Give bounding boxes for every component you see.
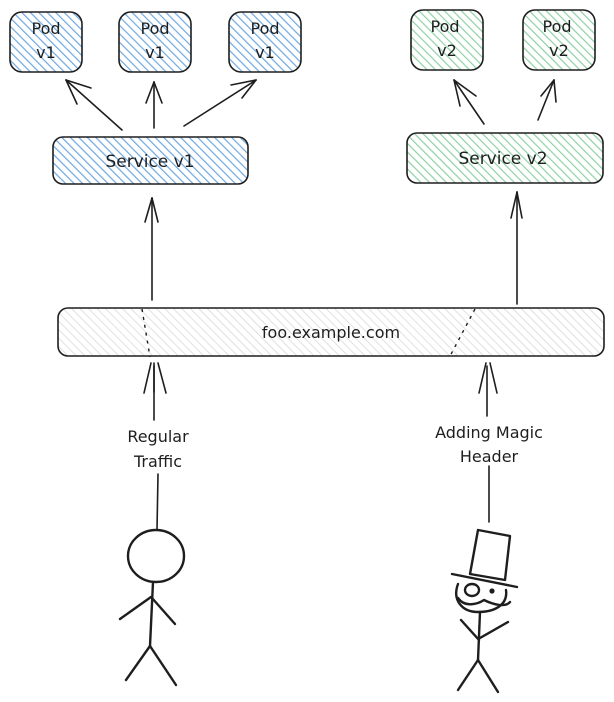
pod-v2-2-version: v2 bbox=[549, 41, 569, 60]
pod-v2-1: Pod v2 bbox=[410, 9, 484, 71]
pod-v1-1-version: v1 bbox=[36, 43, 56, 62]
dotted-route-v2 bbox=[448, 308, 476, 359]
mustache-icon bbox=[456, 596, 512, 607]
pod-v1-2-name: Pod bbox=[140, 19, 169, 38]
service-v2: Service v2 bbox=[406, 132, 604, 184]
ingress-host-label: foo.example.com bbox=[262, 323, 400, 342]
pod-v2-1-version: v2 bbox=[437, 41, 457, 60]
magic-header-line2: Header bbox=[460, 447, 519, 466]
dotted-route-v1 bbox=[141, 308, 151, 358]
pod-v1-1-name: Pod bbox=[31, 19, 60, 38]
pod-v2-2: Pod v2 bbox=[522, 9, 596, 71]
magic-header-label: Adding Magic Header bbox=[435, 423, 543, 466]
arrow-ingress-to-service-v1 bbox=[144, 197, 159, 301]
stick-figure-top-hat-monocle-icon bbox=[450, 528, 519, 694]
monocle-icon bbox=[463, 582, 481, 598]
pod-v1-2-version: v1 bbox=[145, 43, 165, 62]
magic-header-line1: Adding Magic bbox=[435, 423, 543, 442]
top-hat-icon bbox=[468, 528, 512, 582]
pod-v2-2-name: Pod bbox=[542, 17, 571, 36]
regular-traffic-line1: Regular bbox=[127, 427, 189, 446]
regular-traffic-label: Regular Traffic bbox=[127, 427, 189, 471]
arrow-service-v2-to-pod-2 bbox=[537, 79, 557, 121]
pod-v1-3-version: v1 bbox=[255, 43, 275, 62]
pod-v1-1: Pod v1 bbox=[9, 11, 83, 73]
arrow-service-v1-to-pod-3 bbox=[183, 79, 257, 127]
service-v2-label: Service v2 bbox=[458, 149, 547, 169]
connector-regular bbox=[156, 473, 159, 531]
regular-traffic-line2: Traffic bbox=[133, 452, 182, 471]
arrow-ingress-to-service-v2 bbox=[510, 191, 523, 305]
ingress-host: foo.example.com bbox=[57, 307, 605, 359]
stick-figure-icon bbox=[118, 528, 186, 687]
arrow-service-v2-to-pod-1 bbox=[453, 79, 485, 125]
pod-v1-3: Pod v1 bbox=[228, 11, 302, 73]
pod-v1-2: Pod v1 bbox=[118, 11, 192, 73]
arrow-regular-to-ingress bbox=[143, 362, 167, 421]
arrow-magic-to-ingress bbox=[478, 362, 498, 417]
service-v1: Service v1 bbox=[52, 136, 249, 185]
arrow-service-v1-to-pod-2 bbox=[145, 81, 163, 129]
pod-v2-1-name: Pod bbox=[430, 17, 459, 36]
service-v1-label: Service v1 bbox=[105, 152, 194, 172]
pod-v1-3-name: Pod bbox=[250, 19, 279, 38]
arrow-service-v1-to-pod-1 bbox=[65, 79, 123, 131]
